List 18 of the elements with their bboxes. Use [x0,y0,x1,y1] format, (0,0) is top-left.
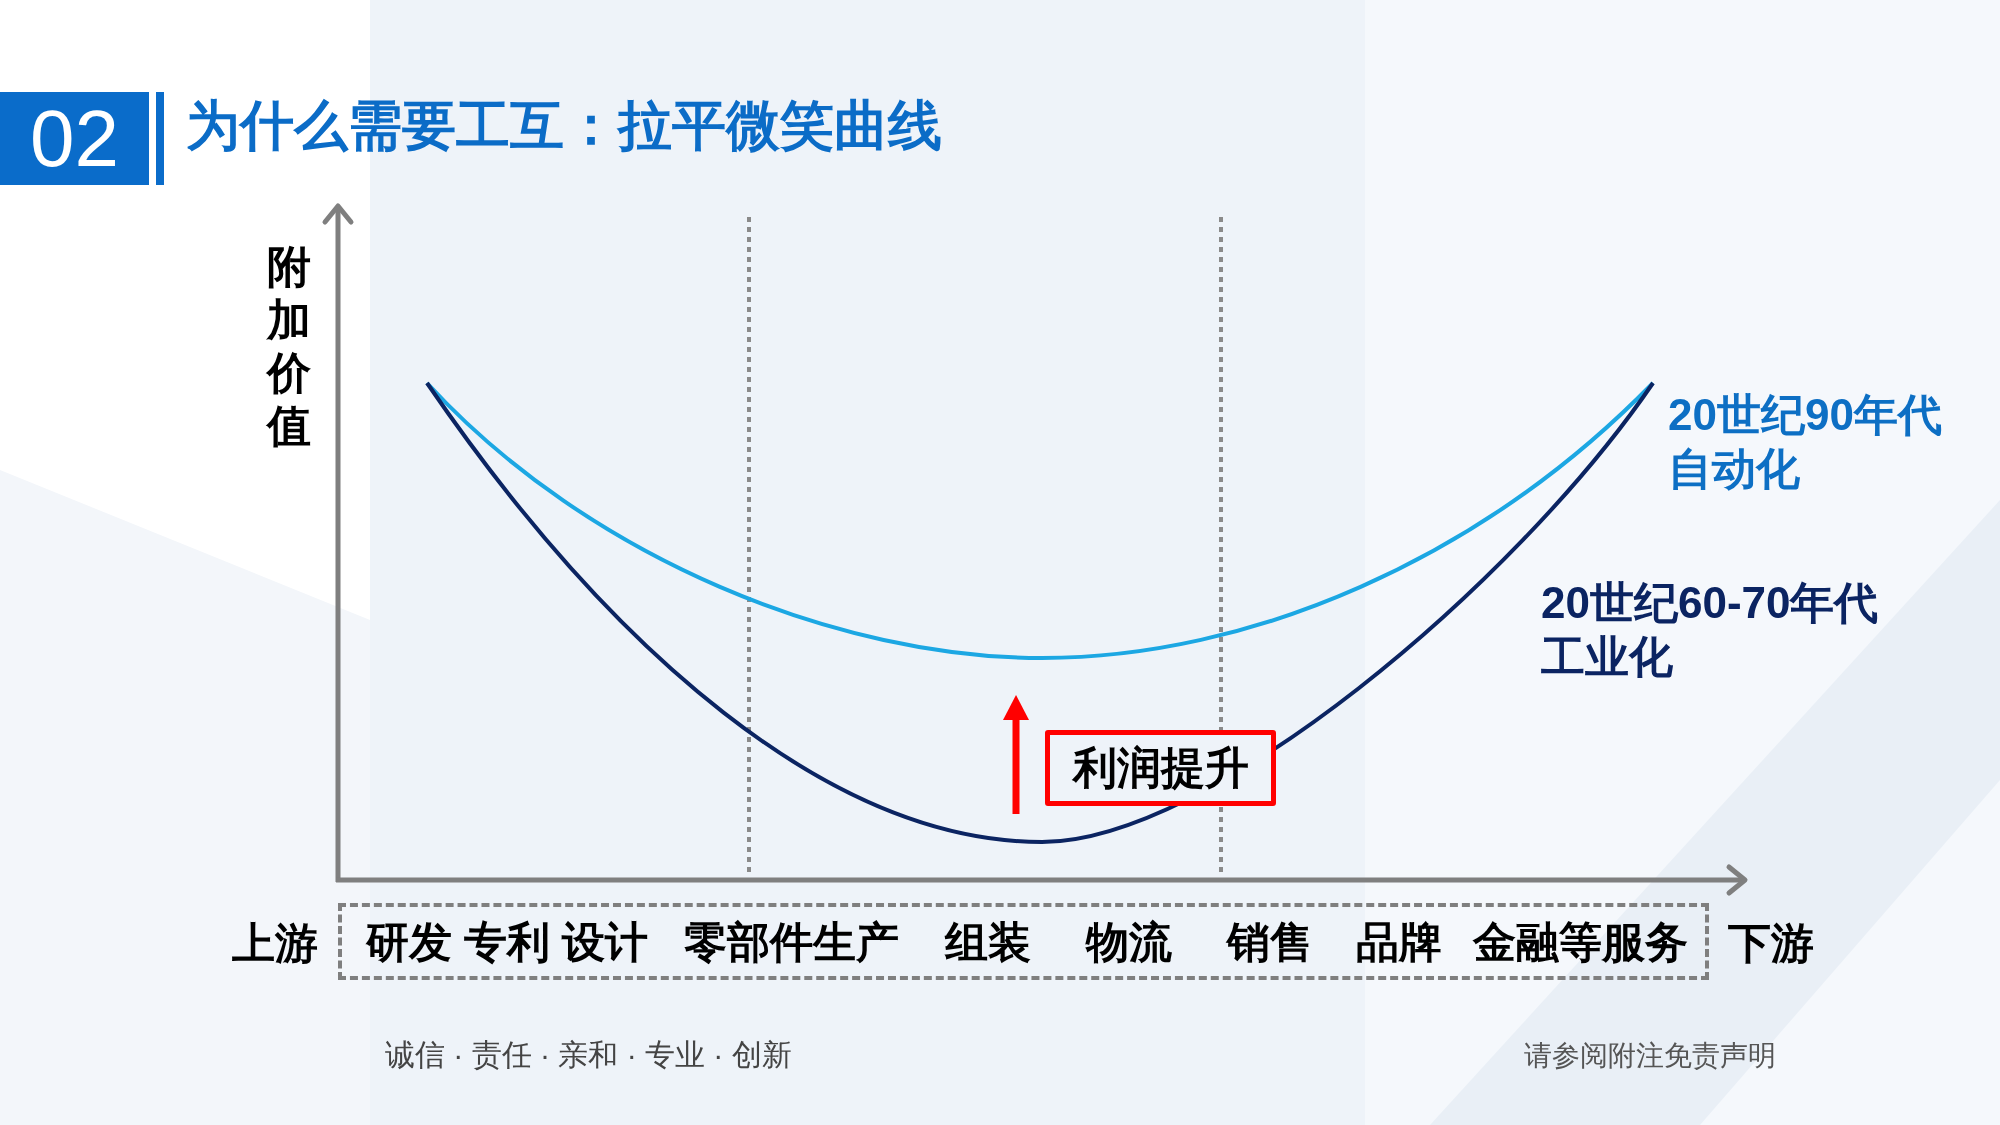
stage-label: 物流 [1086,916,1172,968]
axis-label: 附加价值 [266,241,312,452]
section-number: 02 [0,92,149,185]
slide-title: 为什么需要工互：拉平微笑曲线 [186,94,942,157]
curve-label: 20世纪90年代自动化 [1668,389,1943,495]
footer-note: 请参阅附注免责声明 [1524,1039,1776,1073]
curve-label: 20世纪60-70年代工业化 [1541,577,1880,683]
axis-end-label: 下游 [1728,918,1814,969]
stage-label: 组装 [945,916,1031,968]
callout-box: 利润提升 [1045,730,1276,806]
value-chain-box [338,903,1709,980]
axis-end-label: 上游 [232,918,318,969]
stage-label: 研发 专利 设计 [366,916,648,968]
stage-label: 零部件生产 [683,916,899,968]
stage-label: 品牌 [1356,916,1442,968]
stage-label: 销售 [1227,916,1313,968]
footer-slogan: 诚信 · 责任 · 亲和 · 专业 · 创新 [385,1037,792,1073]
stage-label: 金融等服务 [1472,916,1688,968]
